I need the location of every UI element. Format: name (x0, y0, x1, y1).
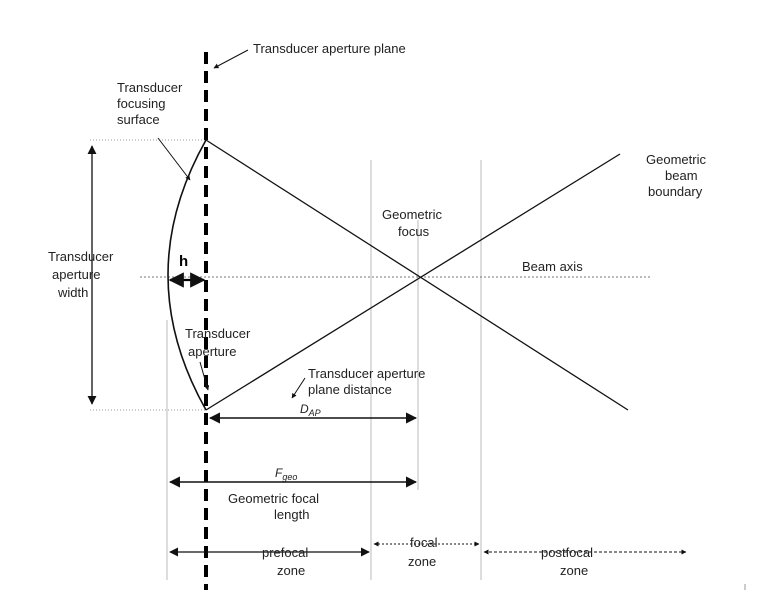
geometric-focus-label-1: Geometric (382, 207, 442, 222)
beam-boundary-descending (205, 139, 629, 411)
aperture-width-label-1: Transducer (48, 249, 114, 264)
aperture-label-2: aperture (188, 344, 236, 359)
postfocal-zone-label-1: postfocal (541, 545, 593, 560)
f-geo-main: F (275, 466, 283, 480)
aperture-plane-pointer (213, 49, 249, 69)
beam-boundary-ascending (205, 153, 621, 411)
aperture-distance-label-2: plane distance (308, 382, 392, 397)
focusing-surface-pointer (157, 137, 191, 181)
d-ap-label: DAP (300, 402, 321, 418)
aperture-plane-label: Transducer aperture plane (253, 41, 406, 56)
focal-length-label-2: length (274, 507, 309, 522)
aperture-pointer (199, 361, 210, 391)
aperture-width-label-2: aperture (52, 267, 100, 282)
beam-axis-label: Beam axis (522, 259, 583, 274)
aperture-distance-pointer (291, 377, 306, 399)
focal-zone-label-1: focal (410, 535, 438, 550)
aperture-label-1: Transducer (185, 326, 251, 341)
aperture-distance-label-1: Transducer aperture (308, 366, 425, 381)
aperture-width-label-3: width (57, 285, 88, 300)
beam-boundary-label-1: Geometric (646, 152, 706, 167)
postfocal-zone-label-2: zone (560, 563, 588, 578)
d-ap-subscript: AP (308, 408, 321, 418)
d-ap-main: D (300, 402, 309, 416)
focusing-surface-label-1: Transducer (117, 80, 183, 95)
focal-length-label-1: Geometric focal (228, 491, 319, 506)
prefocal-zone-label-1: prefocal (262, 545, 308, 560)
f-geo-label: Fgeo (275, 466, 297, 482)
prefocal-zone-label-2: zone (277, 563, 305, 578)
geometric-focus-label-2: focus (398, 224, 430, 239)
focusing-surface-label-2: focusing (117, 96, 165, 111)
beam-boundary-label-2: beam (665, 168, 698, 183)
focusing-surface-label-3: surface (117, 112, 160, 127)
focusing-surface-curve (167, 139, 207, 411)
h-label: h (179, 253, 188, 270)
beam-boundary-label-3: boundary (648, 184, 703, 199)
f-geo-subscript: geo (282, 472, 297, 482)
focal-zone-label-2: zone (408, 554, 436, 569)
